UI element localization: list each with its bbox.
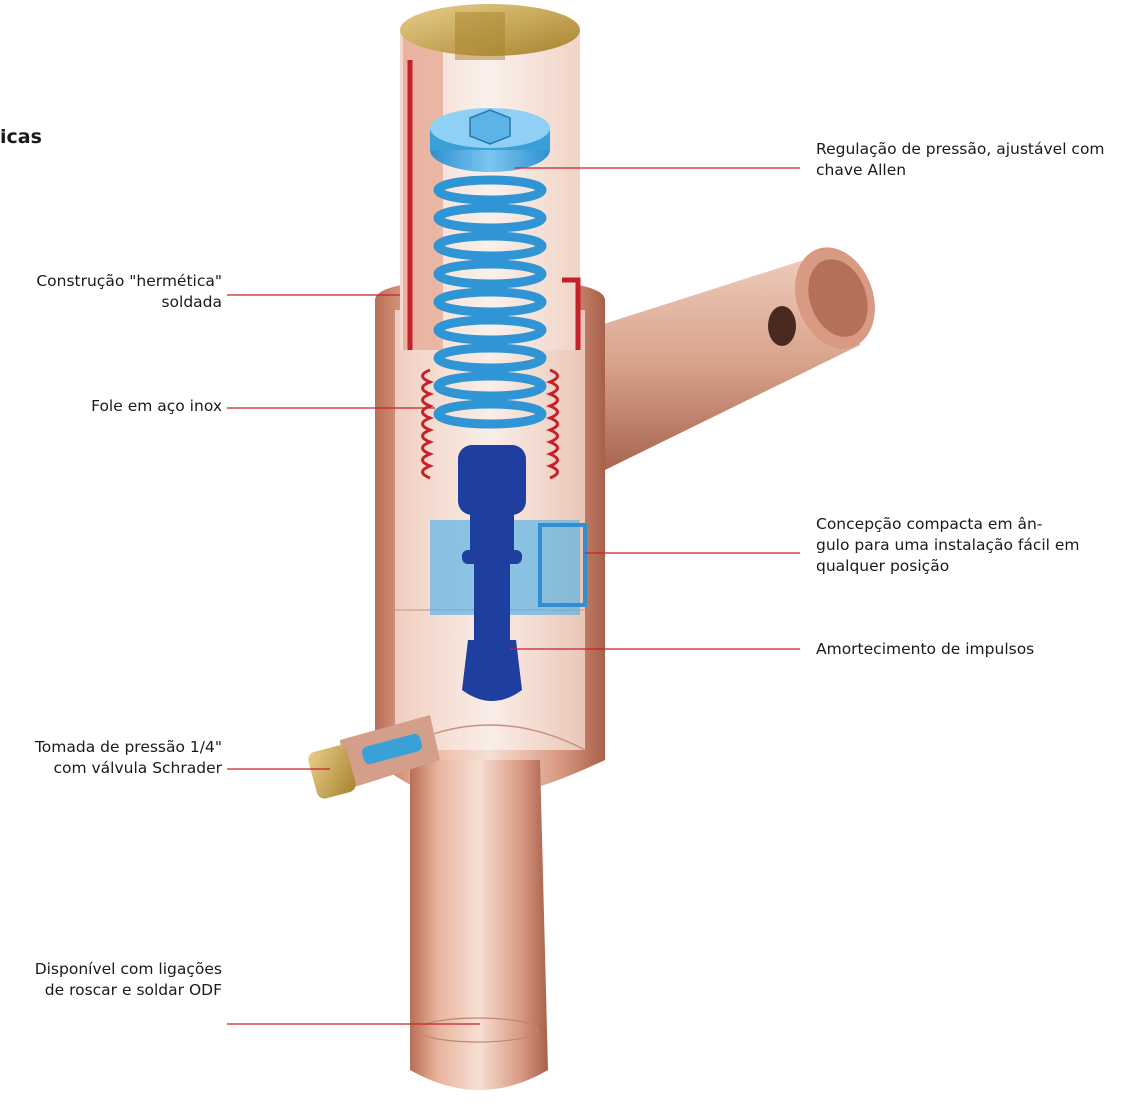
callout-pulse-damping: Amortecimento de impulsos bbox=[816, 639, 1034, 660]
callout-compact-angle-design: Concepção compacta em ân- gulo para uma … bbox=[816, 514, 1080, 577]
side-outlet-pipe bbox=[585, 236, 888, 470]
callout-pressure-regulation: Regulação de pressão, ajustável com chav… bbox=[816, 139, 1105, 181]
adjusting-spring bbox=[430, 108, 550, 424]
callout-connections: Disponível com ligações de roscar e sold… bbox=[35, 959, 222, 1001]
callout-pressure-port: Tomada de pressão 1/4" com válvula Schra… bbox=[35, 737, 222, 779]
callout-stainless-bellows: Fole em aço inox bbox=[91, 396, 222, 417]
callout-welded-construction: Construção "hermética" soldada bbox=[36, 271, 222, 313]
